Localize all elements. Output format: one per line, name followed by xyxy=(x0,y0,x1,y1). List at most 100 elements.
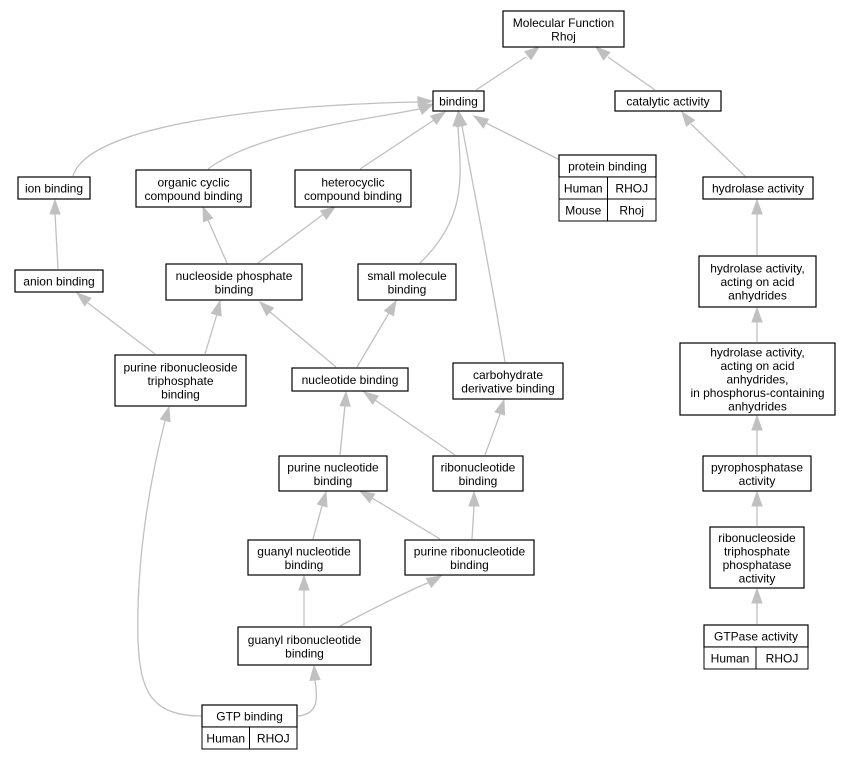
edge-line xyxy=(339,581,431,627)
node-box xyxy=(452,362,564,400)
edge-catalytic-to-mf xyxy=(594,46,656,91)
node-box xyxy=(294,169,412,208)
node-box xyxy=(278,455,388,492)
cell-label: RHOJ xyxy=(766,652,799,666)
node-label: nucleoside phosphate xyxy=(176,269,293,283)
node-box xyxy=(432,455,524,492)
edge-protein-to-binding xyxy=(472,115,561,161)
arrowhead-icon xyxy=(524,46,541,61)
arrowhead-icon xyxy=(594,46,611,61)
arrowhead-icon xyxy=(298,574,310,591)
edge-gtpase-to-ribotri xyxy=(751,587,763,624)
edge-line xyxy=(339,404,346,456)
arrowhead-icon xyxy=(751,414,763,431)
node-label: binding xyxy=(215,282,254,296)
node-nucleotide: nucleotide binding xyxy=(291,367,409,392)
edge-purribotri-to-anion xyxy=(75,292,156,355)
edge-line xyxy=(471,505,475,540)
node-ribo-tri-phosphatase: ribonucleosidetriphosphatephosphataseact… xyxy=(709,526,805,589)
gene-cell-rhoj: Rhoj xyxy=(607,198,657,222)
node-label: compound binding xyxy=(144,189,242,203)
arrowhead-icon xyxy=(202,205,214,223)
node-box xyxy=(702,455,812,492)
arrowhead-icon xyxy=(456,110,468,128)
edge-ribotri-to-pyro xyxy=(751,490,763,526)
node-box xyxy=(291,367,409,392)
node-label: carbohydrate xyxy=(473,368,543,382)
edge-smallmol-to-binding xyxy=(419,110,464,264)
edge-carb-to-binding xyxy=(456,110,506,363)
node-label: anhydrides xyxy=(728,400,787,414)
arrowhead-icon xyxy=(417,103,435,115)
node-label: GTP binding xyxy=(216,710,283,724)
arrowhead-icon xyxy=(159,405,171,423)
gene-cell-rhoj: RHOJ xyxy=(607,176,657,200)
arrowhead-icon xyxy=(383,299,397,317)
arrowhead-icon xyxy=(751,490,763,507)
edge-hetero-to-binding xyxy=(359,111,447,170)
node-label: guanyl ribonucleotide xyxy=(248,633,362,647)
edge-hydacid-to-hydrolase xyxy=(751,198,763,255)
edge-line xyxy=(461,125,506,363)
node-label: in phosphorus-containing xyxy=(690,386,824,400)
edge-pyro-to-hydphos xyxy=(751,414,763,455)
node-label: binding xyxy=(161,388,200,402)
node-box xyxy=(709,526,805,589)
node-label: purine ribonucleoside xyxy=(123,361,237,375)
gene-cell-rhoj: RHOJ xyxy=(755,646,809,670)
edge-ribonuc-to-carb xyxy=(484,398,506,456)
edge-purribotri-to-nucphos xyxy=(204,299,222,355)
node-label: nucleotide binding xyxy=(302,373,399,387)
node-box xyxy=(165,263,303,301)
edge-line xyxy=(137,420,203,717)
cell-label: Rhoj xyxy=(619,204,644,218)
node-hydrolase-phos: hydrolase activity,acting on acidanhydri… xyxy=(679,342,836,416)
node-label: anhydrides xyxy=(728,289,787,303)
arrowhead-icon xyxy=(339,390,351,407)
node-label: Rhoj xyxy=(551,29,576,43)
cell-background xyxy=(249,726,298,750)
node-label: binding xyxy=(285,646,324,660)
node-box xyxy=(404,539,535,576)
arrowhead-icon xyxy=(319,206,337,220)
arrowhead-icon xyxy=(49,198,61,215)
cell-label: Human xyxy=(206,732,245,746)
node-label: phosphatase xyxy=(723,558,792,572)
node-label: pyrophosphatase xyxy=(711,460,803,474)
arrowhead-icon xyxy=(429,111,447,125)
edge-line xyxy=(257,212,326,264)
node-label: hydrolase activity xyxy=(712,182,804,196)
edge-nucphos-to-organic xyxy=(202,205,228,264)
arrowhead-icon xyxy=(472,115,490,129)
edge-line xyxy=(269,311,337,368)
node-label: hydrolase activity, xyxy=(710,346,804,360)
edge-hydrolase-to-catalytic xyxy=(681,110,746,177)
node-label: anhydrides, xyxy=(726,373,788,387)
node-label: heterocyclic xyxy=(321,175,384,189)
edge-nucphos-to-hetero xyxy=(257,206,337,264)
edge-purribonuc-to-ribonuc xyxy=(468,490,480,540)
edge-line xyxy=(374,399,456,456)
node-label: acting on acid xyxy=(720,359,794,373)
edge-line xyxy=(72,101,419,177)
edge-line xyxy=(297,679,318,717)
arrowhead-icon xyxy=(417,96,434,108)
node-label: ribonucleoside xyxy=(718,531,796,545)
edge-line xyxy=(207,107,425,170)
edge-gtp-to-guanylribo xyxy=(297,664,321,717)
arrowhead-icon xyxy=(468,490,480,507)
node-label: hydrolase activity, xyxy=(710,262,804,276)
edge-hydphos-to-hydacid xyxy=(751,306,763,342)
node-catalytic-activity: catalytic activity xyxy=(614,90,722,112)
arrowhead-icon xyxy=(751,306,763,323)
